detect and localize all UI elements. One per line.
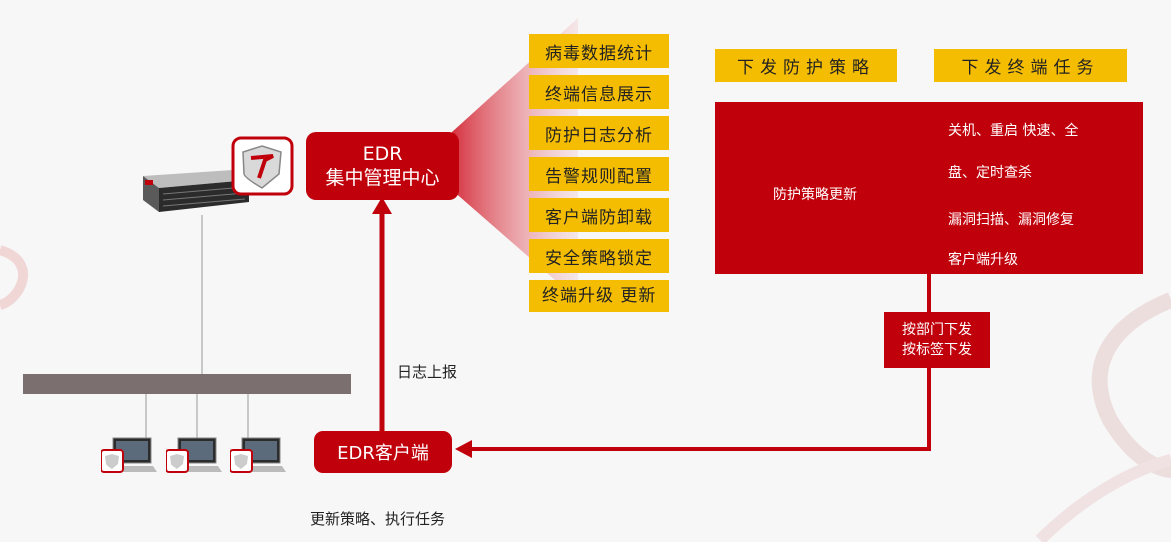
feature-item: 客户端防卸载	[529, 198, 669, 232]
feature-item: 病毒数据统计	[529, 34, 669, 68]
dispatch-arrow	[470, 368, 931, 451]
task-line: 客户端升级	[948, 252, 1018, 268]
task-line: 关机、重启 快速、全	[948, 123, 1079, 139]
task-line: 漏洞扫描、漏洞修复	[948, 212, 1074, 228]
laptop-icon	[230, 437, 286, 473]
shield-logo-icon	[231, 136, 294, 196]
header-policy: 下发防护策略	[715, 49, 897, 82]
edr-management-center: EDR 集中管理中心	[306, 132, 459, 200]
policy-update-label: 防护策略更新	[773, 187, 857, 203]
center-subtitle: 集中管理中心	[325, 167, 440, 189]
log-report-label: 日志上报	[397, 363, 458, 381]
task-line: 盘、定时查杀	[948, 165, 1032, 181]
header-task: 下发终端任务	[934, 49, 1127, 82]
policy-task-box: 防护策略更新 关机、重启 快速、全 盘、定时查杀 漏洞扫描、漏洞修复 客户端升级	[715, 102, 1143, 274]
dispatch-by-tag: 按标签下发	[902, 342, 972, 358]
network-bus	[23, 374, 351, 394]
laptop-icon	[166, 437, 222, 473]
edr-client: EDR客户端	[314, 431, 452, 473]
feature-item: 终端升级 更新	[529, 280, 669, 312]
feature-item: 告警规则配置	[529, 157, 669, 191]
server-icon	[143, 170, 249, 212]
feature-item: 终端信息展示	[529, 75, 669, 109]
update-execute-label: 更新策略、执行任务	[310, 510, 446, 528]
laptop-icon	[101, 437, 157, 473]
center-title: EDR	[362, 143, 403, 165]
dispatch-by-department: 按部门下发	[902, 322, 972, 338]
feature-item: 防护日志分析	[529, 116, 669, 150]
feature-item: 安全策略锁定	[529, 239, 669, 273]
dispatch-method-box: 按部门下发 按标签下发	[884, 312, 990, 368]
